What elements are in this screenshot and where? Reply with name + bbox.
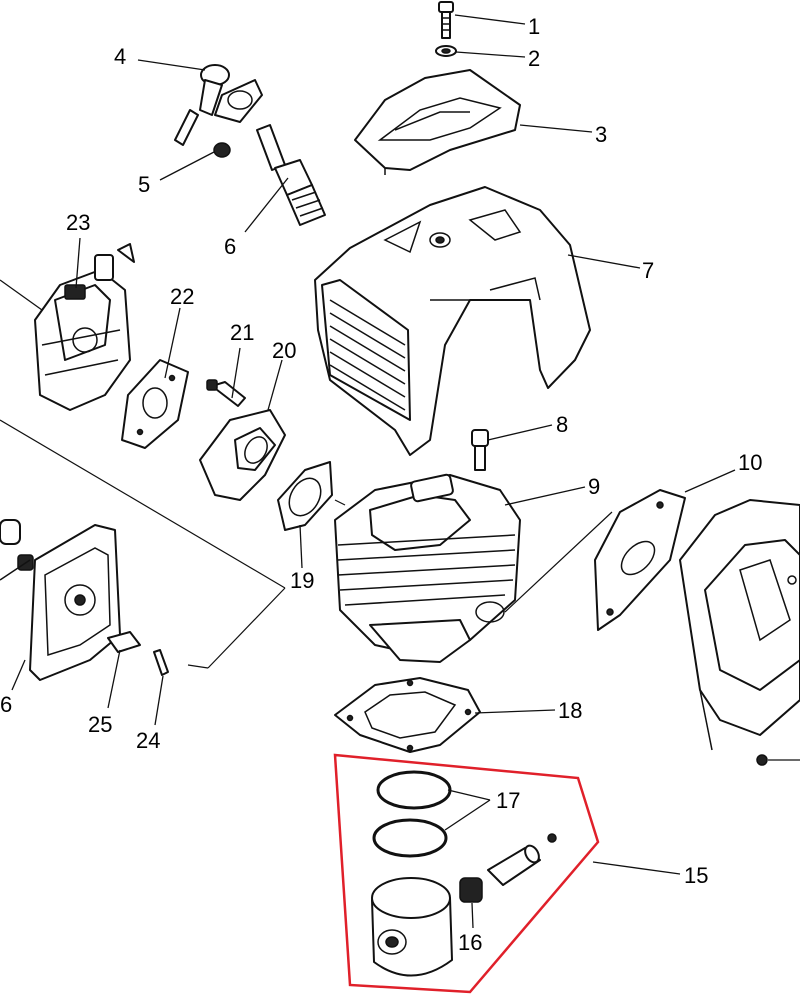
callout-17: 17: [496, 788, 520, 813]
part-25-fitting: [107, 631, 141, 653]
part-15-piston: [371, 877, 453, 977]
callout-8: 8: [556, 412, 568, 437]
callout-6-left: 6: [0, 692, 12, 717]
callout-15: 15: [684, 863, 708, 888]
part-15-piston-pin: [487, 833, 557, 886]
part-1-bolt: [438, 1, 454, 39]
part-7-shroud: [314, 186, 591, 456]
part-22-gasket: [121, 359, 189, 449]
part-8-bolt: [471, 429, 489, 471]
callout-5: 5: [138, 172, 150, 197]
callout-18: 18: [558, 698, 582, 723]
callout-20: 20: [272, 338, 296, 363]
part-19-gasket: [277, 461, 333, 531]
part-23-carburetor: [34, 243, 135, 411]
callout-25: 25: [88, 712, 112, 737]
callout-19: 19: [290, 568, 314, 593]
part-6-spark-plug: [256, 124, 326, 226]
callout-23: 23: [66, 210, 90, 235]
leader-lines: [0, 14, 736, 929]
callout-21: 21: [230, 320, 254, 345]
part-21-screw: [206, 379, 246, 407]
kit-15-highlight-outline: [333, 753, 600, 994]
callout-4: 4: [114, 44, 126, 69]
callout-1: 1: [528, 14, 540, 39]
part-10-gasket: [594, 489, 686, 631]
assembly-lines: [0, 419, 613, 669]
callout-10: 10: [738, 450, 762, 475]
part-17-piston-rings: [372, 770, 452, 858]
callout-22: 22: [170, 284, 194, 309]
part-4-fitting: [174, 64, 263, 146]
part-16-bearing: [459, 877, 483, 903]
part-5-nut: [213, 142, 231, 158]
callout-3: 3: [595, 122, 607, 147]
part-24-screw: [153, 649, 169, 676]
part-20-intake: [199, 409, 286, 501]
callout-7: 7: [642, 258, 654, 283]
callout-9: 9: [588, 474, 600, 499]
part-9-cylinder: [334, 473, 521, 663]
callout-2: 2: [528, 46, 540, 71]
part-2-washer: [435, 45, 457, 57]
callout-24: 24: [136, 728, 160, 753]
callout-16: 16: [458, 930, 482, 955]
part-muffler: [679, 499, 800, 766]
callout-6: 6: [224, 234, 236, 259]
part-air-filter: [0, 519, 121, 681]
part-18-base-gasket: [334, 677, 481, 753]
part-3-top-cover: [354, 69, 521, 175]
callouts: 1 2 3 4 5 6 6 7 8 9 10 15 16 17 18 19 20…: [0, 14, 762, 955]
